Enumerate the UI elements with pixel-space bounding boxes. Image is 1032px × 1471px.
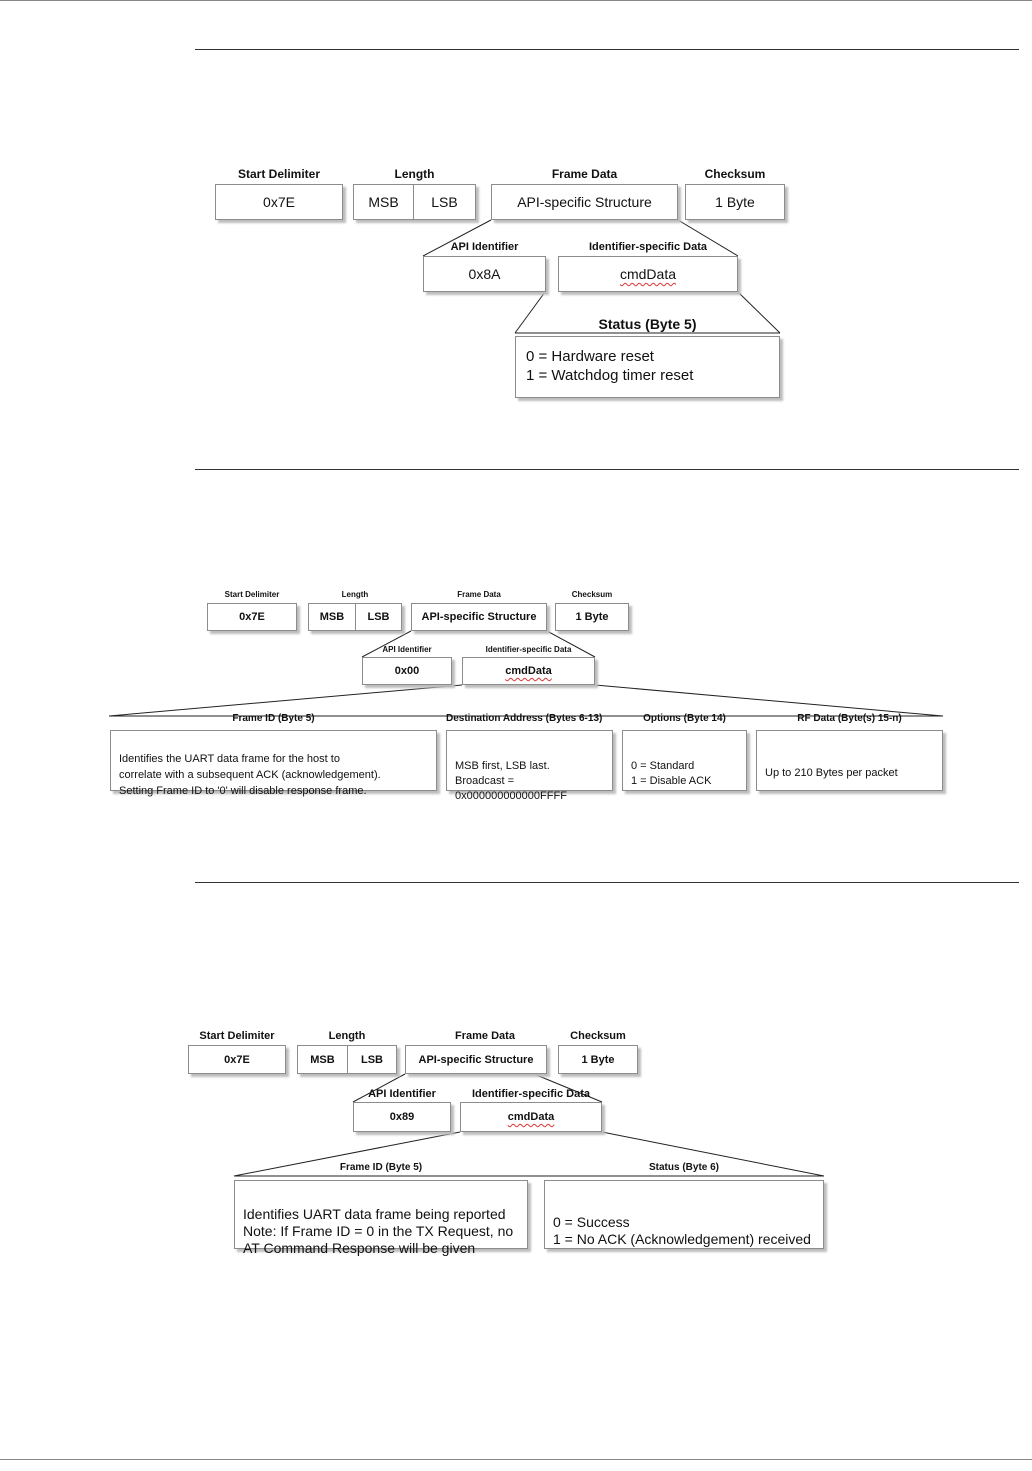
label-frame-data: Frame Data	[551, 167, 618, 181]
frame-data-box: API-specific Structure	[411, 603, 547, 631]
connector-line	[233, 1131, 461, 1177]
label-status-byte-5: Status (Byte 5)	[598, 316, 697, 332]
connector-line	[361, 630, 412, 658]
label-identifier-specific-data: Identifier-specific Data	[589, 241, 707, 253]
connector-line	[108, 684, 463, 717]
status-values-box: 0 = Success 1 = No ACK (Acknowledgement)…	[544, 1180, 824, 1249]
label-frame-id-byte-5: Frame ID (Byte 5)	[232, 713, 315, 724]
label-checksum: Checksum	[571, 590, 613, 599]
connector-line	[594, 684, 944, 717]
length-box: MSB LSB	[353, 184, 476, 220]
cmd-data-text: cmdData	[507, 1111, 555, 1123]
label-api-identifier: API Identifier	[450, 241, 519, 253]
section-rule-3	[195, 882, 1019, 883]
connector-line	[601, 1131, 825, 1177]
frame-data-box: API-specific Structure	[491, 184, 678, 220]
label-length: Length	[341, 590, 369, 599]
frame-id-description-text: Identifies the UART data frame for the h…	[119, 753, 381, 797]
cmd-data-text: cmdData	[505, 665, 552, 677]
cmd-data-box: cmdData	[558, 256, 738, 292]
length-msb: MSB	[354, 185, 414, 219]
label-checksum: Checksum	[704, 167, 766, 181]
checksum-box: 1 Byte	[558, 1045, 638, 1074]
page-top-edge	[0, 0, 1032, 1]
connector-line	[422, 219, 492, 257]
status-values-text: 0 = Success 1 = No ACK (Acknowledgement)…	[553, 1214, 811, 1247]
label-start-delimiter: Start Delimiter	[199, 1030, 275, 1042]
label-checksum: Checksum	[570, 1030, 626, 1042]
connector-line	[514, 291, 546, 334]
label-identifier-specific-data: Identifier-specific Data	[485, 645, 572, 654]
frame-data-box: API-specific Structure	[405, 1045, 547, 1074]
rf-data-text: Up to 210 Bytes per packet	[765, 767, 898, 779]
cmd-data-text: cmdData	[619, 266, 677, 282]
length-lsb: LSB	[367, 611, 390, 623]
label-length: Length	[328, 1030, 366, 1042]
section-rule-1	[195, 49, 1019, 50]
options-box: 0 = Standard 1 = Disable ACK	[622, 730, 747, 791]
options-text: 0 = Standard 1 = Disable ACK	[631, 760, 712, 787]
section-rule-2	[195, 469, 1019, 470]
api-identifier-box: 0x00	[362, 657, 452, 685]
start-delimiter-box: 0x7E	[215, 184, 343, 220]
label-api-identifier: API Identifier	[382, 645, 432, 654]
frame-id-description-text: Identifies UART data frame being reporte…	[243, 1206, 514, 1256]
label-start-delimiter: Start Delimiter	[224, 590, 280, 599]
label-rf-data: RF Data (Byte(s) 15-n)	[797, 713, 902, 724]
label-start-delimiter: Start Delimiter	[237, 167, 321, 181]
page-bottom-edge	[0, 1459, 1032, 1460]
length-lsb: LSB	[361, 1053, 383, 1066]
api-identifier-box: 0x89	[353, 1102, 451, 1132]
destination-address-box: MSB first, LSB last. Broadcast = 0x00000…	[446, 730, 613, 802]
length-msb: MSB	[309, 604, 356, 630]
label-length: Length	[394, 167, 435, 181]
length-box: MSB LSB	[297, 1045, 397, 1074]
status-values-box: 0 = Hardware reset 1 = Watchdog timer re…	[515, 336, 780, 398]
label-frame-id-byte-5: Frame ID (Byte 5)	[339, 1162, 423, 1173]
destination-address-text: MSB first, LSB last. Broadcast = 0x00000…	[455, 760, 567, 802]
label-api-identifier: API Identifier	[368, 1088, 436, 1100]
frame-id-description-box: Identifies the UART data frame for the h…	[110, 730, 437, 797]
connector-line	[546, 630, 596, 658]
label-options-byte-14: Options (Byte 14)	[643, 713, 726, 724]
length-box: MSB LSB	[308, 603, 402, 631]
label-identifier-specific-data: Identifier-specific Data	[472, 1088, 590, 1100]
api-identifier-box: 0x8A	[423, 256, 546, 292]
connector-line	[533, 1073, 603, 1103]
checksum-box: 1 Byte	[685, 184, 785, 220]
connector-line	[352, 1073, 406, 1103]
rf-data-box: Up to 210 Bytes per packet	[756, 730, 943, 791]
frame-id-description-box: Identifies UART data frame being reporte…	[234, 1180, 528, 1256]
connector-line	[677, 219, 739, 257]
checksum-box: 1 Byte	[555, 603, 629, 631]
label-frame-data: Frame Data	[457, 590, 501, 599]
label-status-byte-6: Status (Byte 6)	[648, 1162, 719, 1173]
start-delimiter-box: 0x7E	[188, 1045, 286, 1074]
label-frame-data: Frame Data	[455, 1030, 515, 1042]
label-destination-address: Destination Address (Bytes 6-13)	[446, 713, 603, 724]
length-msb: MSB	[298, 1046, 348, 1073]
cmd-data-box: cmdData	[462, 657, 595, 685]
connector-line	[737, 291, 781, 334]
start-delimiter-box: 0x7E	[207, 603, 297, 631]
cmd-data-box: cmdData	[460, 1102, 602, 1132]
length-lsb: LSB	[431, 194, 458, 210]
